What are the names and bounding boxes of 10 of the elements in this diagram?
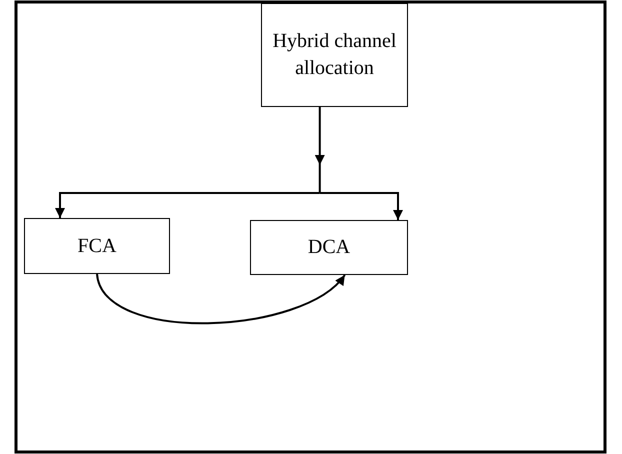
- arrow: [320, 192, 403, 220]
- box-label: FCA: [78, 234, 116, 258]
- trunk-arrow: [314, 107, 325, 193]
- arrow: [55, 192, 320, 218]
- process-box: [24, 218, 170, 274]
- process-box: [261, 3, 408, 107]
- process-box: [250, 220, 408, 275]
- box-label: Hybrid channel allocation: [272, 29, 398, 81]
- arrow: [96, 274, 346, 324]
- box-label: DCA: [308, 235, 350, 260]
